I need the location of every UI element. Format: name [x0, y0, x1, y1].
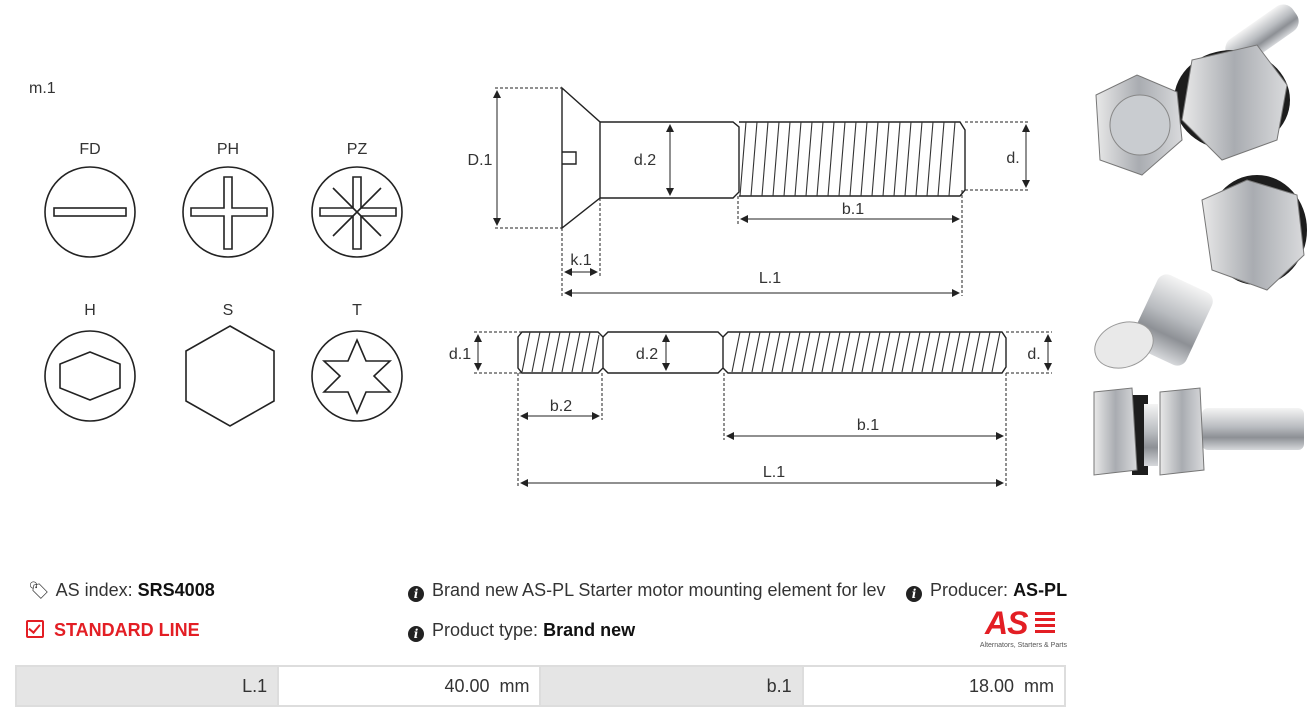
head-s-label: S [223, 302, 234, 319]
product-type-value: Brand new [543, 620, 636, 640]
spec-value: 18.00 [968, 675, 1014, 696]
bolt-technical-drawing: D.1 d.2 d. b.1 k.1 L.1 [449, 86, 1052, 488]
dim-top-d2: d.2 [634, 152, 656, 169]
as-index-label: AS index: [55, 580, 133, 600]
producer-label: Producer: [930, 580, 1009, 600]
bolt-bottom-outline [517, 331, 1007, 374]
product-photo-3 [1093, 387, 1304, 476]
product-photos [1093, 4, 1307, 476]
dim-top-k1: k.1 [570, 252, 591, 269]
product-photo-1 [1095, 4, 1299, 176]
dim-top-D1: D.1 [468, 152, 493, 169]
bolt-top-thread [739, 121, 956, 197]
head-pz-icon [311, 166, 403, 258]
producer-value: AS-PL [1013, 580, 1068, 600]
standard-line-label: STANDARD LINE [54, 620, 200, 640]
as-pl-logo: AS Alternators, Starters & Parts [955, 606, 1067, 654]
spec-label-cell: b.1 [539, 665, 804, 707]
info-icon: i [906, 586, 922, 602]
dim-top-L1: L.1 [759, 270, 781, 287]
table-row: L.1 40.00 mm b.1 18.00 mm [14, 665, 1067, 707]
head-fd-icon [44, 166, 136, 258]
head-pz-label: PZ [347, 141, 368, 158]
spec-value-cell: 40.00 mm [277, 665, 542, 707]
product-photo-2 [1094, 175, 1307, 369]
dim-top-b1: b.1 [842, 201, 864, 218]
spec-unit: mm [1024, 675, 1054, 696]
spec-label: L.1 [242, 675, 268, 696]
dim-bottom-d2: d.2 [636, 346, 658, 363]
head-ph-icon [182, 166, 274, 258]
head-types-diagram: FD PH PZ H S T [44, 141, 403, 427]
tags-icon: 🏷 [28, 581, 50, 601]
standard-line-badge: STANDARD LINE [26, 620, 200, 641]
description-text: Brand new AS-PL Starter motor mounting e… [432, 580, 886, 600]
as-index-row: 🏷AS index: SRS4008 [28, 580, 215, 601]
dim-bottom-d1: d.1 [449, 346, 471, 363]
logo-text: AS [985, 605, 1028, 641]
model-label: m.1 [29, 80, 56, 97]
spec-label: b.1 [766, 675, 792, 696]
head-t-icon [311, 330, 403, 422]
bolt-top-outline [561, 86, 966, 230]
spec-value: 40.00 [444, 675, 490, 696]
info-icon: i [408, 586, 424, 602]
spec-unit: mm [499, 675, 530, 696]
producer-row: i Producer: AS-PL [906, 580, 1067, 602]
spec-value-cell: 18.00 mm [801, 665, 1067, 707]
product-type-label: Product type: [432, 620, 539, 640]
as-index-value: SRS4008 [137, 580, 215, 600]
spec-label-cell: L.1 [14, 665, 280, 707]
product-type-row: i Product type: Brand new [408, 620, 635, 642]
check-square-icon [26, 620, 44, 638]
dim-top-d: d. [1006, 150, 1019, 167]
dim-bottom-b1: b.1 [857, 417, 879, 434]
description-row: i Brand new AS-PL Starter motor mounting … [408, 580, 906, 602]
bolt-bottom-thread [521, 331, 1001, 373]
dim-bottom-d: d. [1027, 346, 1040, 363]
spec-table: L.1 40.00 mm b.1 18.00 mm [14, 665, 1067, 707]
info-icon: i [408, 626, 424, 642]
head-fd-label: FD [79, 141, 100, 158]
logo-tagline: Alternators, Starters & Parts [979, 642, 1067, 649]
head-h-icon [44, 330, 136, 422]
dim-bottom-b2: b.2 [550, 398, 572, 415]
head-s-icon [185, 325, 275, 427]
dim-bottom-L1: L.1 [763, 464, 785, 481]
head-t-label: T [352, 302, 362, 319]
head-h-label: H [84, 302, 96, 319]
head-ph-label: PH [217, 141, 239, 158]
